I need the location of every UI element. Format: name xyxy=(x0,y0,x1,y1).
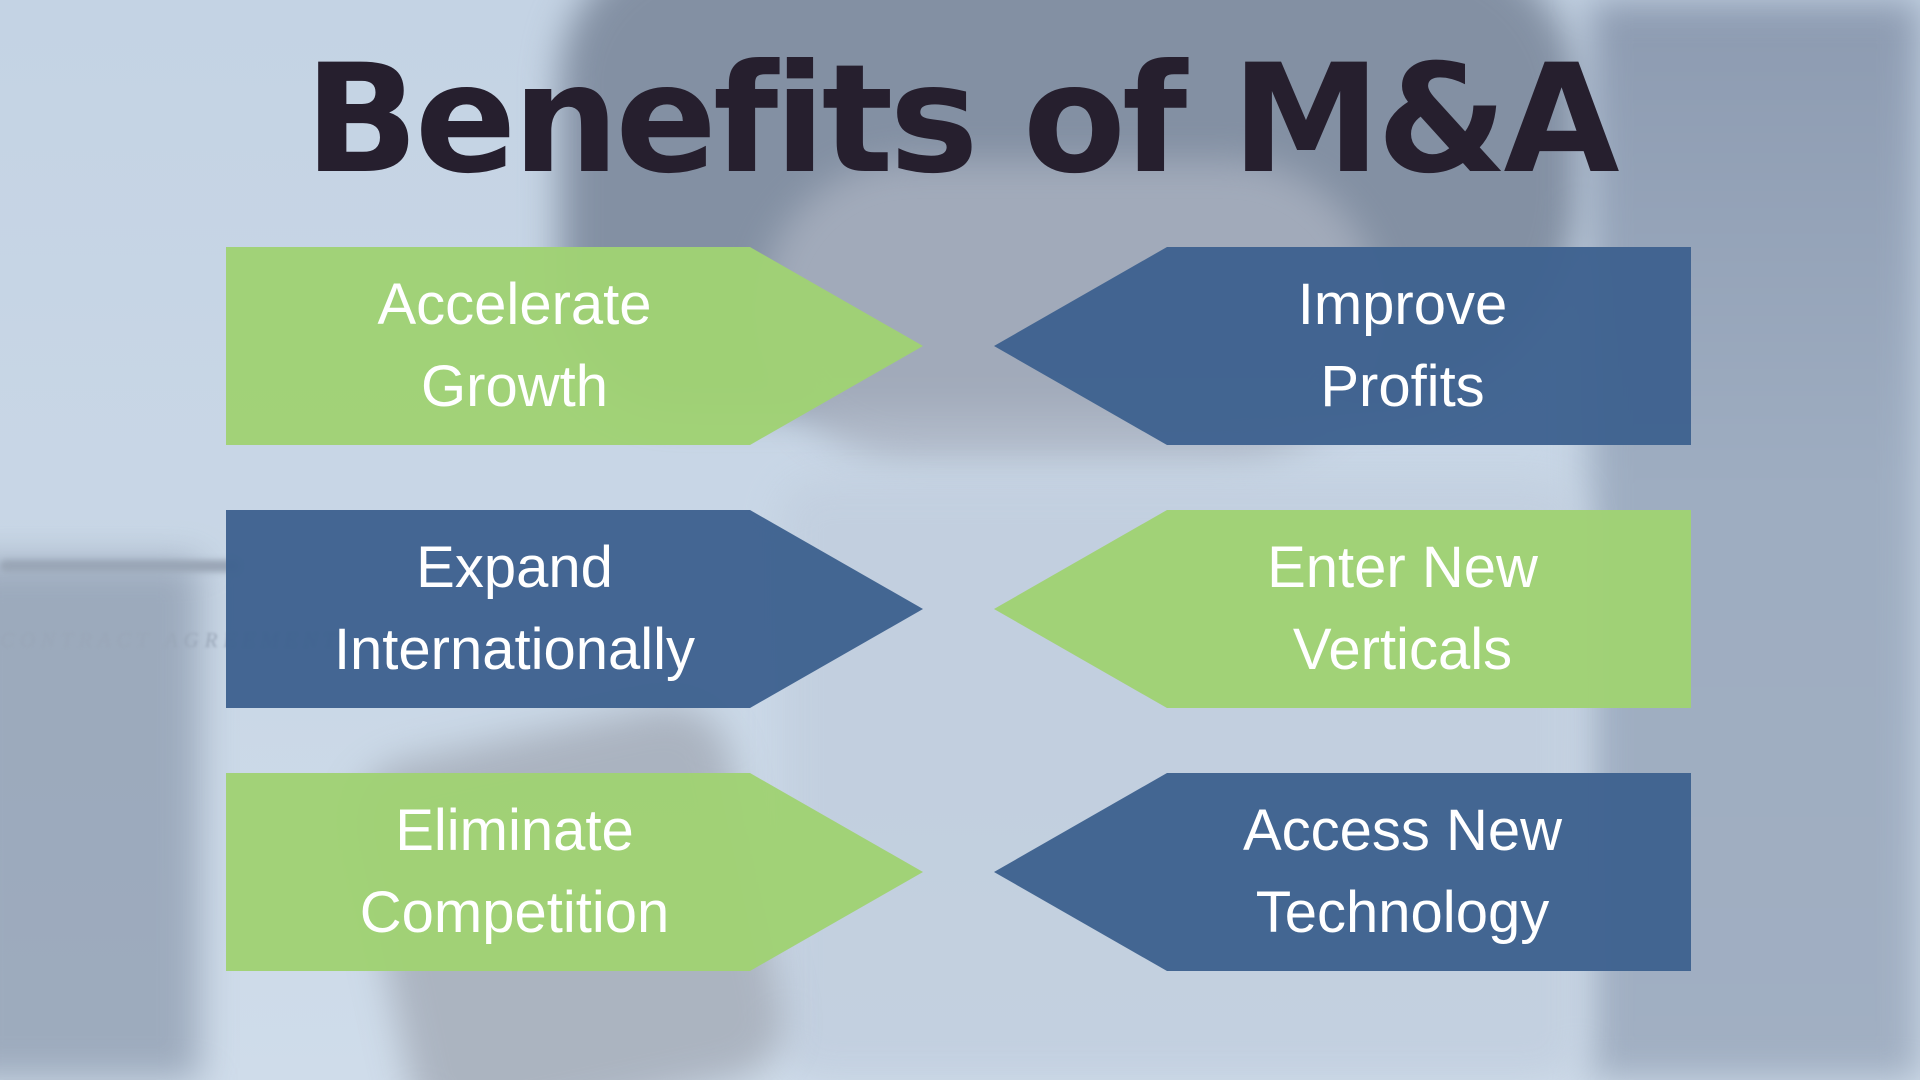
benefit-label-line-1: Enter New xyxy=(1267,535,1538,600)
benefit-label-line-1: Improve xyxy=(1297,272,1508,337)
benefit-label-line-1: Accelerate xyxy=(377,272,652,337)
benefit-card-improve-profits: Improve Profits xyxy=(994,247,1691,445)
benefit-label: Improve Profits xyxy=(1114,247,1691,445)
benefit-label-line-2: Profits xyxy=(1320,354,1485,419)
benefit-label: Enter New Verticals xyxy=(1114,510,1691,708)
arrow-left-shape xyxy=(994,773,1691,971)
benefit-label: Eliminate Competition xyxy=(226,773,803,971)
page-title: Benefits of M&A xyxy=(304,33,1619,207)
benefit-label-line-2: Technology xyxy=(1255,880,1550,945)
benefit-label: Access New Technology xyxy=(1114,773,1691,971)
arrow-right-shape xyxy=(226,510,923,708)
benefit-card-enter-new-verticals: Enter New Verticals xyxy=(994,510,1691,708)
arrow-right-shape xyxy=(226,247,923,445)
arrow-left-shape xyxy=(994,510,1691,708)
benefit-label-line-2: Growth xyxy=(421,354,608,419)
benefit-card-accelerate-growth: Accelerate Growth xyxy=(226,247,923,445)
benefit-label-line-1: Expand xyxy=(416,535,613,600)
benefit-label: Accelerate Growth xyxy=(226,247,803,445)
benefit-label-line-2: Verticals xyxy=(1292,617,1513,682)
arrow-right-shape xyxy=(226,773,923,971)
background-clipboard-clip xyxy=(0,560,240,572)
benefit-card-access-new-technology: Access New Technology xyxy=(994,773,1691,971)
benefit-card-eliminate-competition: Eliminate Competition xyxy=(226,773,923,971)
background-left-shadow xyxy=(0,560,200,1080)
benefit-label-line-1: Access New xyxy=(1242,798,1563,863)
benefit-card-expand-internationally: Expand Internationally xyxy=(226,510,923,708)
benefit-label-line-2: Internationally xyxy=(333,617,696,682)
benefit-label-line-2: Competition xyxy=(359,880,670,945)
benefit-label-line-1: Eliminate xyxy=(395,798,634,863)
arrow-left-shape xyxy=(994,247,1691,445)
benefit-label: Expand Internationally xyxy=(226,510,803,708)
